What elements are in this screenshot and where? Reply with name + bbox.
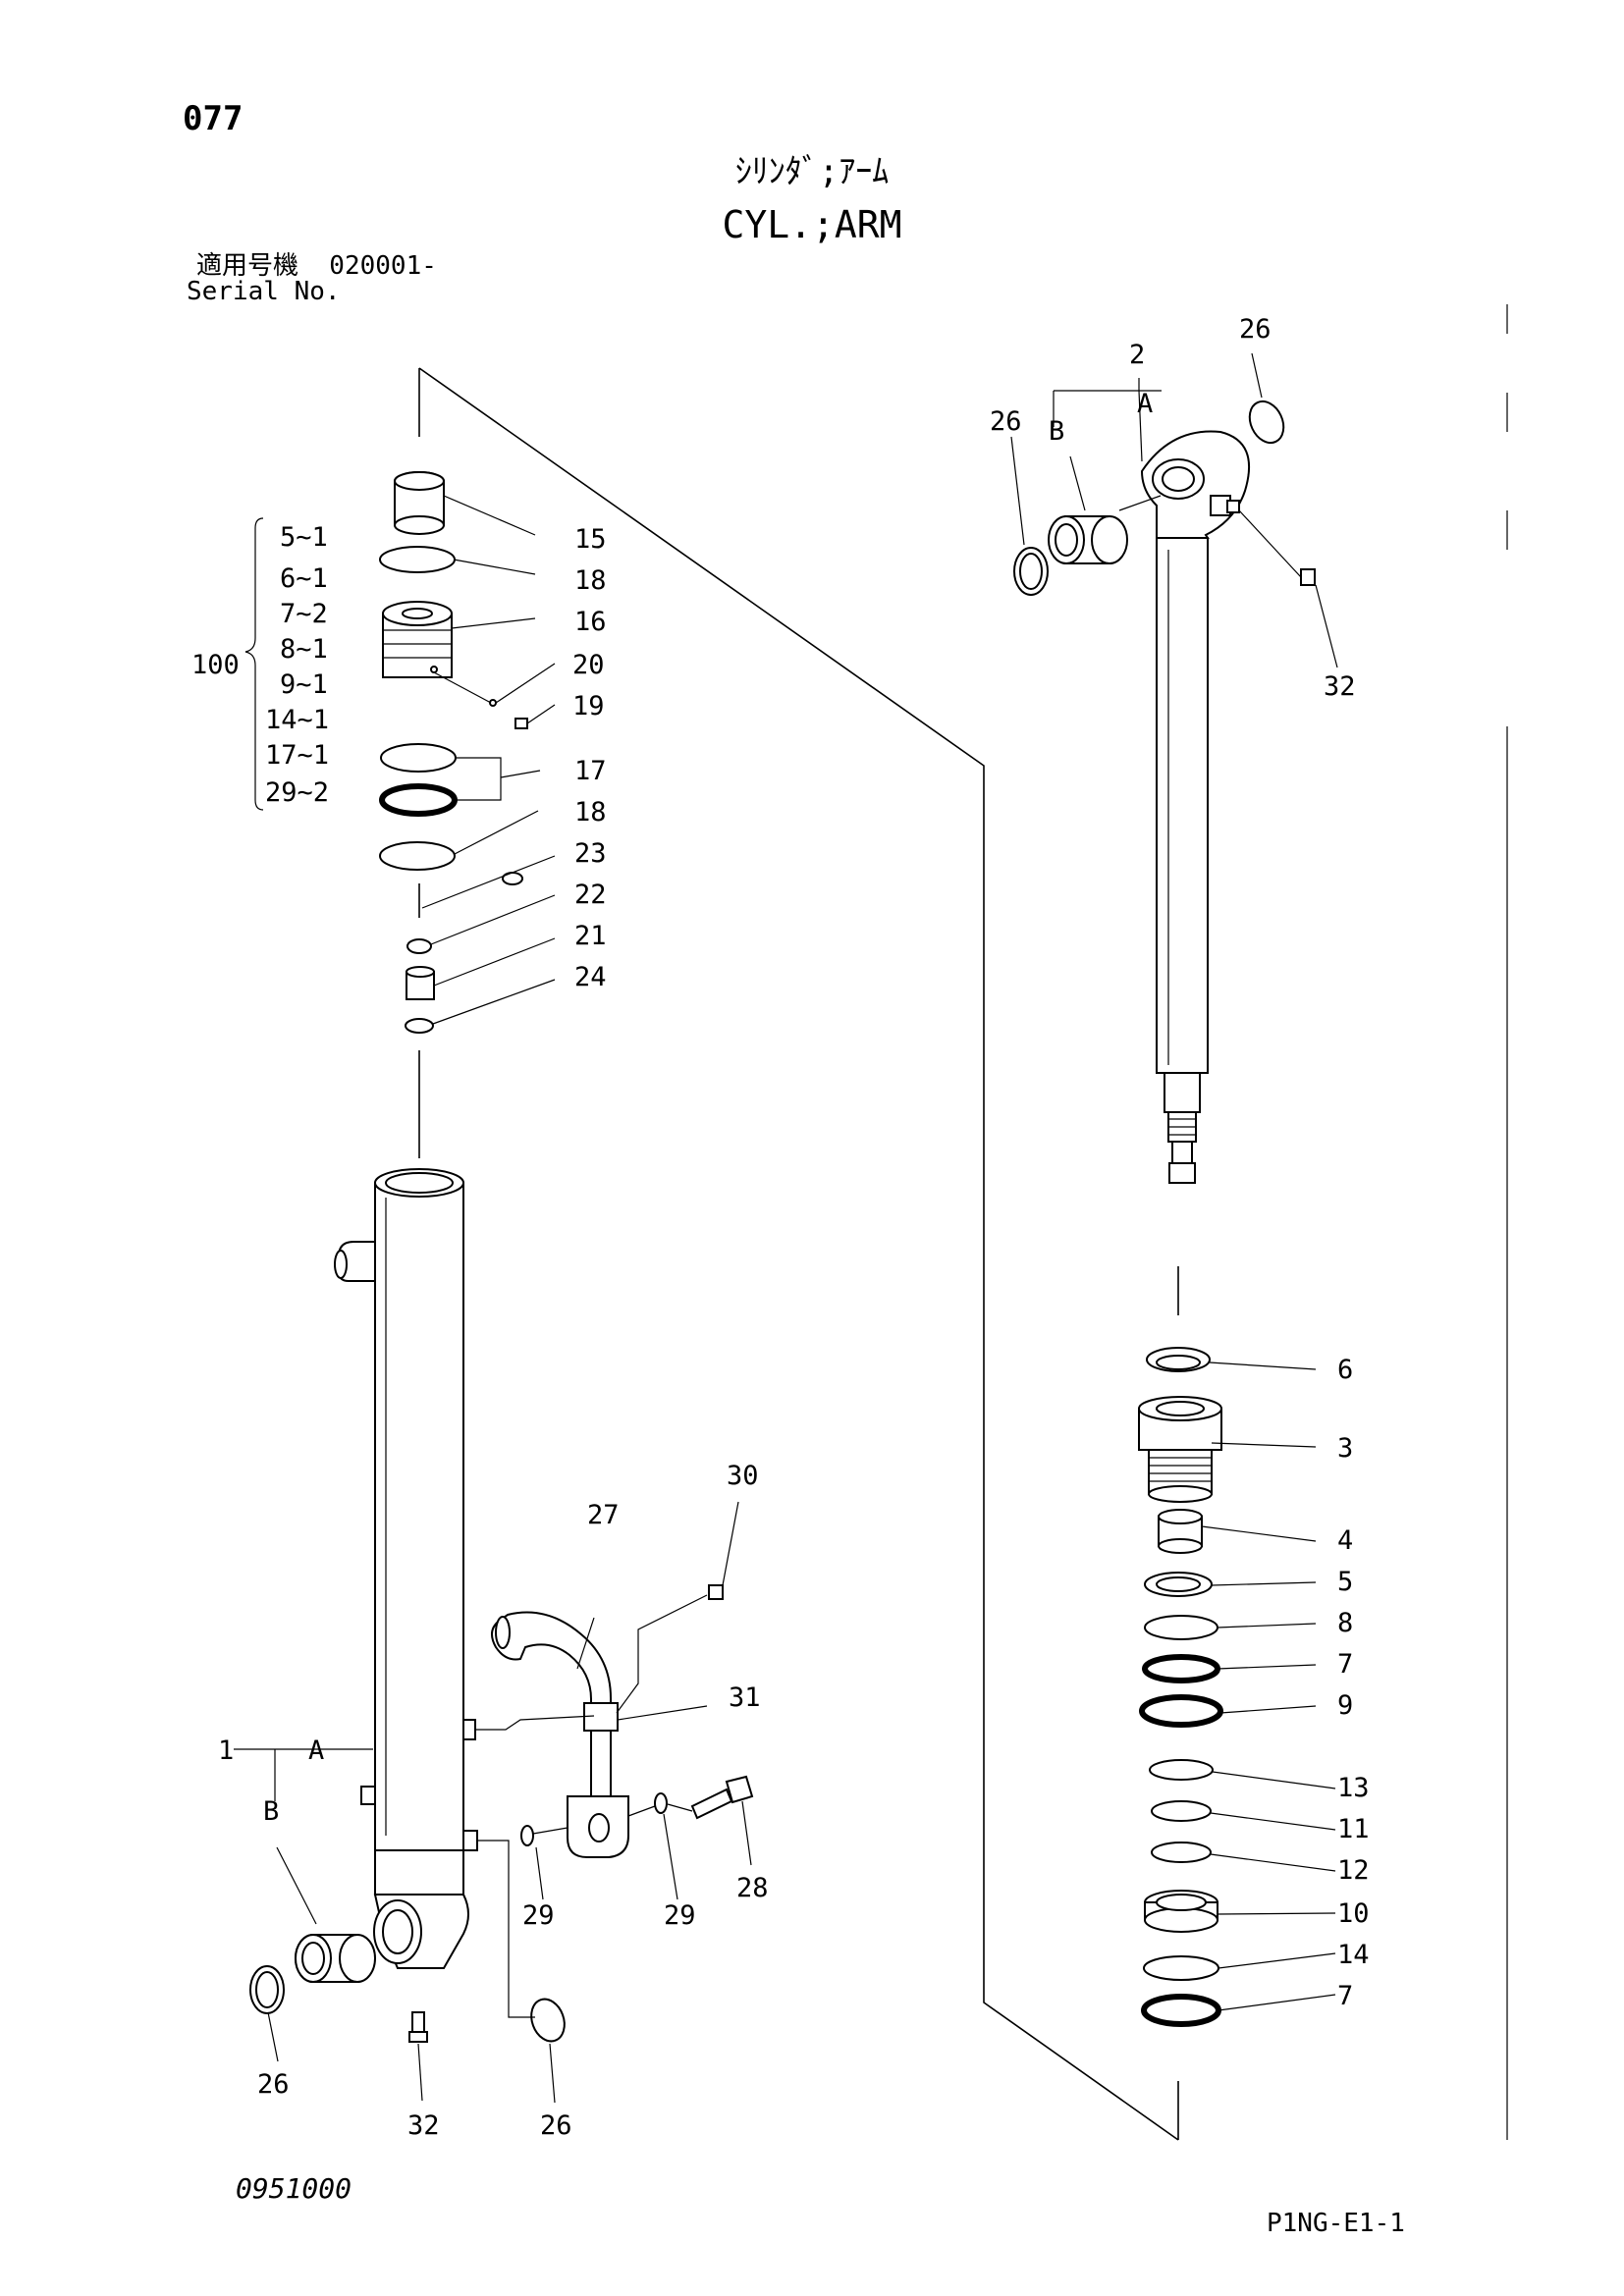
callout-27: 27	[587, 1500, 620, 1530]
callout-18: 18	[574, 797, 607, 828]
callout-19: 19	[572, 691, 605, 721]
callout-13: 13	[1337, 1773, 1370, 1803]
callout-15: 15	[574, 524, 607, 555]
part-26-seal-right	[1248, 400, 1285, 445]
part-21-nut	[406, 966, 435, 1000]
callout-29: 29	[664, 1900, 696, 1931]
callout-26: 26	[1239, 314, 1272, 345]
part-14	[1143, 1955, 1219, 1981]
callout-14: 14	[1337, 1940, 1370, 1970]
callout-30: 30	[727, 1461, 759, 1491]
kit-item: 29~2	[265, 777, 329, 808]
callout-6: 6	[1337, 1355, 1353, 1385]
callout-17: 17	[574, 756, 607, 786]
part-7-oring	[1142, 1654, 1220, 1683]
callout-32: 32	[1324, 671, 1356, 702]
callout-labels: 100 5~1 6~1 7~2 8~1 9~1 14~1 17~1 29~2 1…	[191, 314, 1370, 2141]
part-9-oring	[1139, 1694, 1223, 1728]
callout-4: 4	[1337, 1525, 1353, 1556]
title-english: CYL.;ARM	[722, 203, 902, 246]
callout-26: 26	[257, 2069, 290, 2100]
callout-21: 21	[574, 921, 607, 951]
part-10	[1144, 1890, 1218, 1933]
kit-item: 14~1	[265, 705, 329, 735]
callout-32: 32	[407, 2110, 440, 2141]
cylinder-tube	[234, 1168, 754, 2104]
assembly-lines	[418, 367, 1179, 2141]
rod-head-parts	[1138, 1347, 1336, 2027]
kit-item: 9~1	[280, 669, 328, 700]
part-19-screw	[514, 718, 528, 729]
callout-1-A: A	[308, 1735, 324, 1766]
part-23-washer	[502, 872, 523, 885]
callout-8: 8	[1337, 1608, 1353, 1638]
page-number: 077	[183, 99, 244, 138]
part-24-washer	[405, 1018, 434, 1034]
page-code: P1NG-E1-1	[1267, 2209, 1405, 2238]
part-32-fitting	[1300, 568, 1316, 586]
callout-24: 24	[574, 962, 607, 992]
part-13	[1149, 1759, 1214, 1781]
serial-label-japanese: 適用号機 020001-	[196, 251, 437, 281]
part-18-ring-lower	[379, 841, 456, 871]
kit-item: 7~2	[280, 599, 328, 629]
callout-3: 3	[1337, 1433, 1353, 1464]
part-4-bushing	[1158, 1509, 1203, 1554]
callout-9: 9	[1337, 1690, 1353, 1721]
part-15-bushing	[394, 471, 445, 535]
callout-26: 26	[990, 406, 1022, 437]
callout-2: 2	[1129, 340, 1145, 370]
part-17-oring	[379, 783, 458, 817]
callout-2-A: A	[1137, 389, 1153, 419]
callout-2-B: B	[1049, 416, 1064, 447]
callout-10: 10	[1337, 1898, 1370, 1929]
piston-parts	[244, 471, 556, 1034]
title-japanese: ｼﾘﾝﾀﾞ;ｱｰﾑ	[734, 152, 890, 191]
part-8	[1144, 1615, 1218, 1640]
part-29-oring-left	[520, 1825, 534, 1846]
part-11	[1151, 1800, 1212, 1822]
piston-rod	[1010, 352, 1338, 1184]
part-30-fitting	[708, 1584, 724, 1600]
callout-1-B: B	[263, 1796, 279, 1827]
part-27-pipe	[491, 1611, 629, 1858]
callout-1: 1	[218, 1735, 234, 1766]
part-12	[1151, 1842, 1212, 1863]
part-16-piston	[382, 601, 453, 678]
kit-item: 5~1	[280, 522, 328, 553]
callout-31: 31	[729, 1682, 761, 1713]
callout-26: 26	[540, 2110, 572, 2141]
callout-18: 18	[574, 565, 607, 596]
callout-7: 7	[1337, 1981, 1353, 2011]
callout-5: 5	[1337, 1567, 1353, 1597]
callout-22: 22	[574, 880, 607, 910]
callout-23: 23	[574, 838, 607, 869]
callout-28: 28	[736, 1873, 769, 1903]
part-17-ring	[380, 743, 457, 773]
part-28-bolt	[690, 1775, 754, 1820]
part-7-oring-lower	[1141, 1994, 1221, 2027]
serial-label-english: Serial No.	[187, 277, 341, 306]
part-3-rod-head	[1138, 1396, 1222, 1503]
rod-eye-bushing-B	[1048, 515, 1128, 564]
part-18-ring	[379, 546, 456, 573]
part-22-ring	[406, 938, 432, 954]
cylinder-bushing-B	[295, 1934, 376, 1983]
part-26-seal-bottom-right	[530, 1998, 566, 2043]
callout-16: 16	[574, 607, 607, 637]
callout-7: 7	[1337, 1649, 1353, 1680]
document-code: 0951000	[236, 2172, 352, 2205]
callout-29: 29	[522, 1900, 555, 1931]
callout-12: 12	[1337, 1855, 1370, 1886]
kit-number: 100	[191, 650, 240, 680]
callout-20: 20	[572, 650, 605, 680]
kit-item: 8~1	[280, 634, 328, 665]
kit-item: 17~1	[265, 740, 329, 771]
callout-11: 11	[1337, 1814, 1370, 1844]
part-29-oring-right	[654, 1792, 668, 1814]
kit-item: 6~1	[280, 563, 328, 594]
